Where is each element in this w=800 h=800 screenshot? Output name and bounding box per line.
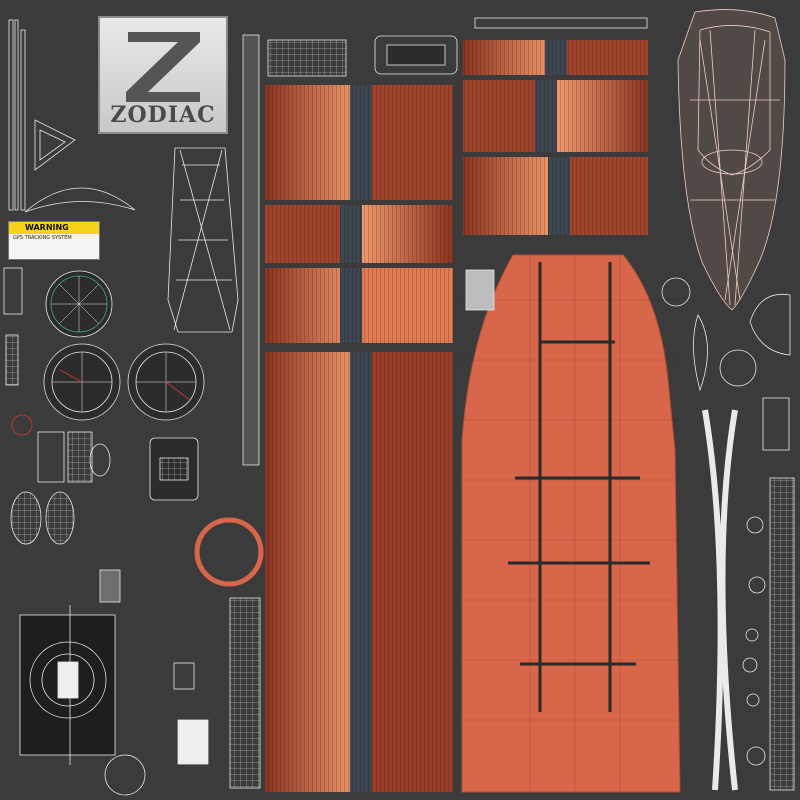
copper-strip-top-right-3 [463,157,648,235]
copper-strip-top-right-1 [463,40,648,75]
gps-warning-label: ⚠ WARNING GPS TRACKING SYSTEM [8,221,100,260]
boat-hull-wireframe [677,9,786,311]
warning-subheading: GPS TRACKING SYSTEM [13,235,72,241]
copper-strip-top-right-2 [463,80,648,152]
warning-heading: WARNING [9,222,99,234]
hull-deck-panel [461,254,681,793]
copper-strip-mid-left [265,205,453,263]
zodiac-logo-decal: ZODIAC [98,16,228,134]
logo-wordmark: ZODIAC [110,102,216,128]
copper-strip-top-center-1 [265,85,453,200]
copper-strip-mid-left-2 [265,268,453,343]
zodiac-z-mark-icon [126,32,200,102]
copper-strip-long-vertical [265,352,453,792]
wireframe-parts [3,17,795,796]
